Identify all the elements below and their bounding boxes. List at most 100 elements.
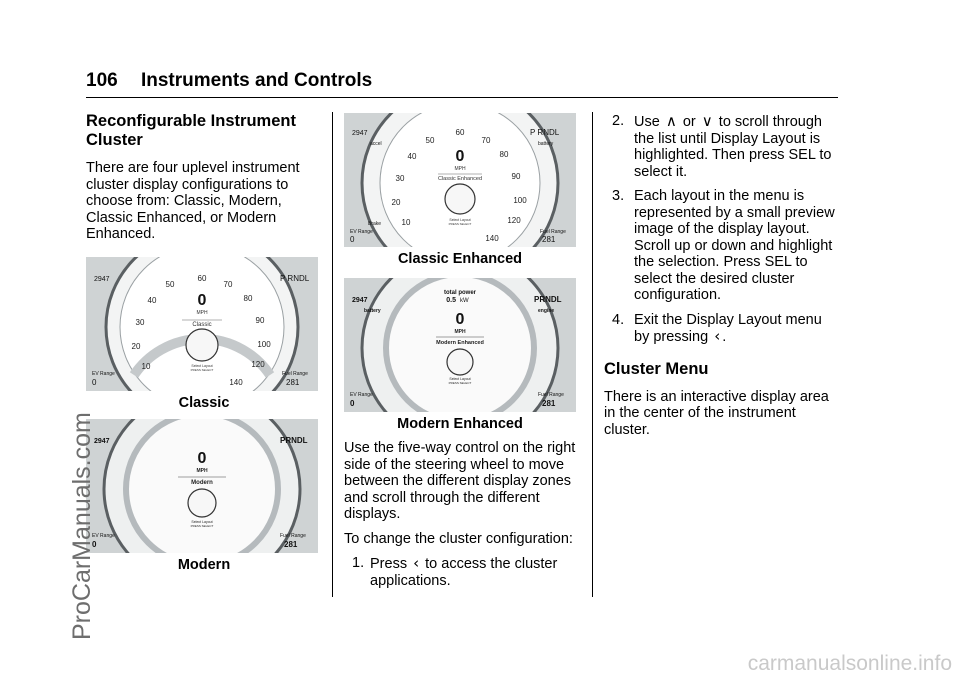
speed-unit: MPH: [196, 468, 208, 474]
step-2: 2. Use ∧ or ∨ to scroll through the list…: [604, 113, 840, 180]
section-heading: Reconfigurable Instrument Cluster: [86, 112, 296, 149]
odometer: 2947: [352, 297, 368, 304]
step-text: to scroll through the list until Display…: [634, 114, 832, 180]
speed-value: 0: [456, 148, 465, 165]
tick-label: 70: [224, 280, 233, 289]
tick-label: 50: [426, 136, 435, 145]
select-layout-text: Select Layout: [191, 520, 212, 524]
page-number: 106: [86, 70, 118, 91]
side-watermark: ProCarManuals.com: [68, 412, 96, 640]
layout-name: Modern Enhanced: [436, 340, 484, 346]
speed-value: 0: [456, 311, 465, 328]
press-select-text: PRESS SELECT: [449, 222, 472, 226]
figure-modern-enhanced: total power 0.5 kW 0 MPH Modern Enhanced…: [344, 277, 576, 412]
tick-label: 120: [507, 216, 521, 225]
tick-label: 80: [244, 294, 253, 303]
speed-value: 0: [198, 292, 207, 309]
engine-label: engine: [538, 308, 554, 314]
fuel-range-value: 281: [286, 378, 300, 387]
layout-name: Classic Enhanced: [438, 176, 482, 182]
ev-range-value: 0: [92, 378, 97, 387]
step-1: 1. Press ‹ to access the cluster applica…: [344, 555, 576, 589]
fuel-range-value: 281: [284, 540, 298, 549]
step-text: Exit the Display Layout menu by pressing: [634, 311, 822, 346]
ev-range-value: 0: [92, 540, 97, 549]
ev-range-label: EV Range: [92, 533, 115, 539]
layout-name: Classic: [192, 322, 211, 328]
speed-unit: MPH: [196, 310, 208, 316]
tick-label: 40: [408, 152, 417, 161]
step-number: 1.: [352, 555, 365, 571]
press-select-text: PRESS SELECT: [191, 524, 214, 528]
step-text: to access the cluster applications.: [370, 556, 558, 589]
tick-label: 10: [402, 218, 411, 227]
down-chevron-icon: ∨: [701, 112, 713, 130]
select-layout-text: Select Layout: [191, 364, 212, 368]
footer-watermark: carmanualsonline.info: [747, 652, 952, 675]
gear-indicator: P RNDL: [530, 128, 560, 137]
fuel-range-value: 281: [542, 399, 556, 408]
battery-label: battery: [364, 308, 381, 314]
tick-label: 20: [392, 198, 401, 207]
gear-indicator: PRNDL: [280, 436, 308, 445]
step-text: Use: [634, 114, 660, 130]
power-value: 0.5: [446, 297, 456, 304]
step-text: .: [722, 329, 727, 345]
odometer: 2947: [94, 276, 110, 283]
tick-label: 100: [513, 196, 527, 205]
speed-unit: MPH: [454, 166, 466, 172]
header-rule: [86, 97, 838, 98]
fuel-range-value: 281: [542, 235, 556, 244]
column-divider: [332, 112, 333, 597]
tick-label: 60: [456, 128, 465, 137]
paragraph: There is an interactive display area in …: [604, 388, 829, 438]
figure-caption: Classic: [178, 394, 230, 411]
tick-label: 90: [512, 172, 521, 181]
select-layout-text: Select Layout: [449, 377, 470, 381]
ev-range-label: EV Range: [350, 229, 373, 235]
step-number: 4.: [612, 311, 625, 328]
tick-label: 140: [485, 234, 499, 243]
figure-caption: Modern Enhanced: [397, 415, 523, 432]
left-chevron-icon: ‹: [413, 554, 420, 572]
column-2: 10 20 30 40 50 60 70 80 90 100 120 140 0…: [344, 113, 576, 597]
ev-range-label: EV Range: [350, 392, 373, 398]
power-unit: kW: [460, 298, 469, 304]
fuel-range-label: Fuel Range: [540, 229, 566, 235]
step-3: 3. Each layout in the menu is represente…: [604, 188, 840, 304]
ev-range-label: EV Range: [92, 371, 115, 377]
power-label: total power: [444, 290, 477, 296]
fuel-range-label: Fuel Range: [282, 371, 308, 377]
paragraph: Use the five-way control on the right si…: [344, 440, 576, 522]
step-4: 4. Exit the Display Layout menu by press…: [604, 312, 840, 346]
page-header: 106 Instruments and Controls: [86, 70, 372, 92]
speed-value: 0: [198, 450, 207, 467]
section-title: Instruments and Controls: [140, 70, 373, 91]
press-select-text: PRESS SELECT: [449, 381, 472, 385]
tick-label: 40: [148, 296, 157, 305]
accel-label: accel: [370, 141, 382, 147]
ev-range-value: 0: [350, 235, 355, 244]
tick-label: 80: [500, 150, 509, 159]
figure-classic: 10 20 30 40 50 60 70 80 90 100 120 140 0…: [86, 256, 318, 391]
tick-label: 30: [396, 174, 405, 183]
step-text: or: [682, 114, 696, 130]
odometer: 2947: [94, 438, 110, 445]
figure-caption: Classic Enhanced: [397, 251, 523, 267]
column-3: 2. Use ∧ or ∨ to scroll through the list…: [604, 113, 840, 446]
tick-label: 120: [251, 360, 265, 369]
tick-label: 70: [482, 136, 491, 145]
gear-indicator: PRNDL: [534, 295, 562, 304]
tick-label: 30: [136, 318, 145, 327]
figure-classic-enhanced: 10 20 30 40 50 60 70 80 90 100 120 140 0…: [344, 113, 576, 247]
paragraph: To change the cluster configuration:: [344, 530, 573, 547]
fuel-range-label: Fuel Range: [280, 533, 306, 539]
figure-modern: 0 MPH Modern Select Layout PRESS SELECT …: [86, 419, 318, 553]
brake-label: Brake: [368, 221, 381, 227]
fuel-range-label: Fuel Range: [538, 392, 564, 398]
step-text: Each layout in the menu is represented b…: [634, 188, 835, 303]
tick-label: 60: [198, 274, 207, 283]
ev-range-value: 0: [350, 399, 355, 408]
tick-label: 100: [257, 340, 271, 349]
press-select-text: PRESS SELECT: [191, 368, 214, 372]
